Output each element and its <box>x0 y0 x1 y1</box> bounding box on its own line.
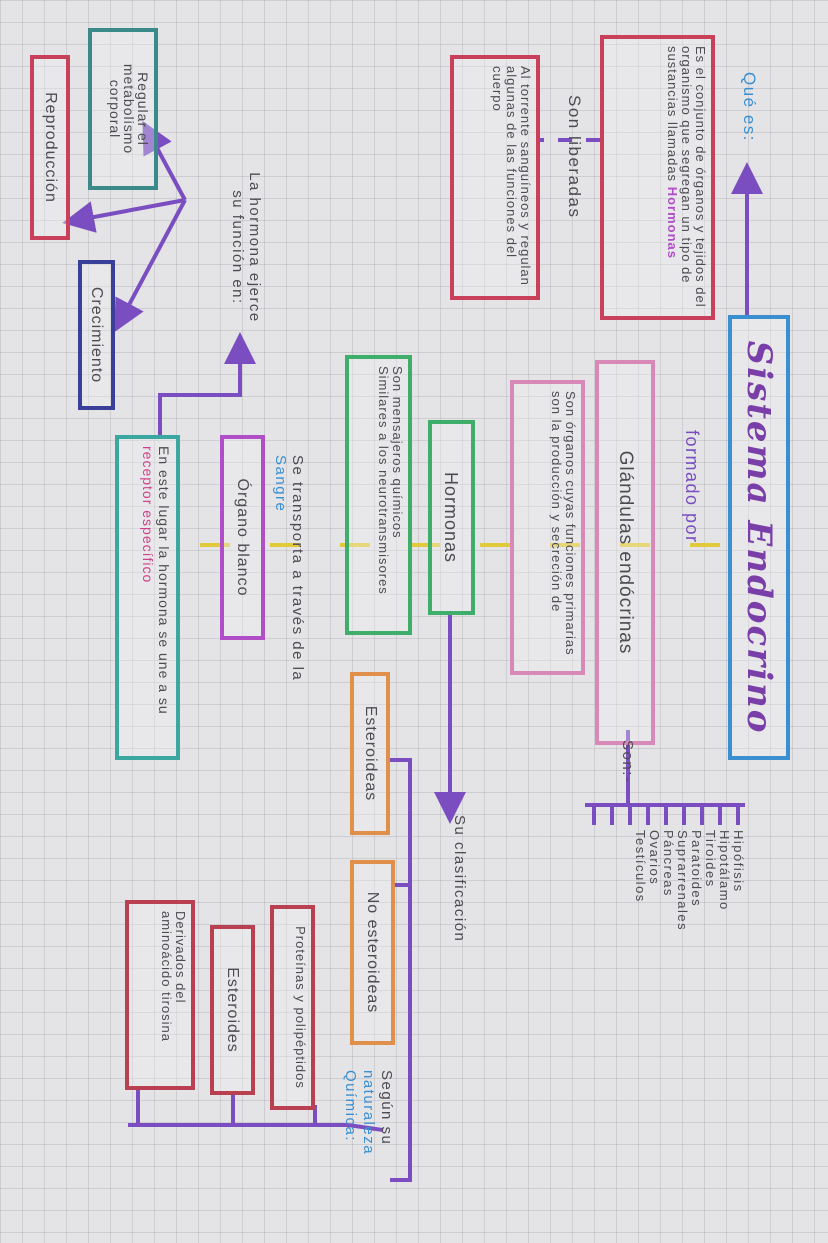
bullet-item: Similares a los neurotransmisores <box>376 366 391 595</box>
clasificacion-label: Su clasificación <box>451 815 468 943</box>
esteroides-box: Esteroides <box>210 925 255 1095</box>
son-label: Son:- <box>619 740 636 784</box>
page-title: Sistema Endocrino <box>739 340 779 735</box>
clasificacion-tree <box>390 758 412 1182</box>
organo-blanco-label: Órgano blanco <box>234 478 252 597</box>
que-es-label: Qué es: <box>740 72 759 143</box>
list-item: Hipófisis <box>731 830 746 893</box>
esteroideas-box: Esteroideas <box>350 672 390 835</box>
receptor-highlight: receptor <box>140 446 156 506</box>
funcion-connector <box>158 332 256 435</box>
list-item: Testículos <box>633 830 648 903</box>
glandulas-box: Glándulas endócrinas <box>595 360 655 745</box>
list-item: Hipotálamo <box>717 830 732 911</box>
arrow-reproduccion <box>62 198 186 233</box>
transporta-text: Se transporta a través de la <box>289 455 306 682</box>
transporta-label: Se transporta a través de la Sangre <box>272 455 306 685</box>
reproduccion-box: Reproducción <box>30 55 70 240</box>
crecimiento-label: Crecimiento <box>88 286 106 384</box>
reproduccion-label: Reproducción <box>42 92 59 203</box>
list-item: Suprarrenales <box>675 830 690 932</box>
no-esteroideas-label: No esteroideas <box>364 891 382 1014</box>
naturaleza-highlight: naturaleza <box>360 1070 377 1156</box>
organo-blanco-box: Órgano blanco <box>220 435 265 640</box>
definition-highlight: Hormonas <box>665 186 680 259</box>
arrow-crecimiento <box>114 199 187 333</box>
bullet-item: Son mensajeros químicos <box>390 366 405 539</box>
proteinas-box: Proteínas y polipéptidos <box>270 905 315 1110</box>
definition-box: Es el conjunto de órganos y tejidos del … <box>600 35 715 320</box>
list-item: Páncreas <box>661 830 676 897</box>
definition-text: Es el conjunto de órganos y tejidos del … <box>665 46 708 308</box>
list-item: Tiroides <box>703 830 718 888</box>
no-esteroideas-box: No esteroideas <box>350 860 395 1045</box>
list-item: Paratoides <box>689 830 704 908</box>
glands-bracket <box>585 730 745 825</box>
segun-label: Según su naturaleza Química: <box>341 1070 395 1155</box>
formado-por-label: formado por <box>682 430 702 544</box>
hormonas-box: Hormonas <box>428 420 475 615</box>
son-liberadas-label: Son liberadas <box>565 95 584 219</box>
derivados-box: Derivados del aminoácido tirosina <box>125 900 195 1090</box>
en-este-lugar-text: En este lugar la hormona se une a su <box>156 446 172 715</box>
segun-text: Según su <box>378 1070 395 1146</box>
metabolismo-box: Regular el metabolismo corporal <box>88 28 158 190</box>
en-este-lugar-box: En este lugar la hormona se une a su rec… <box>115 435 180 760</box>
glandulas-label: Glándulas endócrinas <box>615 450 636 655</box>
sangre-highlight: Sangre <box>272 455 289 513</box>
torrente-box: Al torrente sanguíneos y regulan algunas… <box>450 55 540 300</box>
arrow-metabolismo <box>142 120 187 201</box>
especifico-highlight: específico <box>140 510 156 584</box>
mensajeros-box: Son mensajeros químicos Similares a los … <box>345 355 412 635</box>
son-organos-box: Son órganos cuyas funciones primarias so… <box>510 380 585 675</box>
quimica-highlight: Química: <box>342 1070 359 1143</box>
esteroides-label: Esteroides <box>224 967 242 1053</box>
esteroideas-label: Esteroideas <box>362 705 379 802</box>
title-box: Sistema Endocrino <box>728 315 790 760</box>
glands-list: Hipófisis Hipotálamo Tiroides Paratoides… <box>633 830 746 932</box>
hormonas-label: Hormonas <box>441 471 462 564</box>
crecimiento-box: Crecimiento <box>78 260 115 410</box>
types-bracket <box>128 1090 384 1132</box>
ejerce-label: La hormona ejerce su función en: <box>229 172 263 323</box>
list-item: Ovarios <box>647 830 662 886</box>
